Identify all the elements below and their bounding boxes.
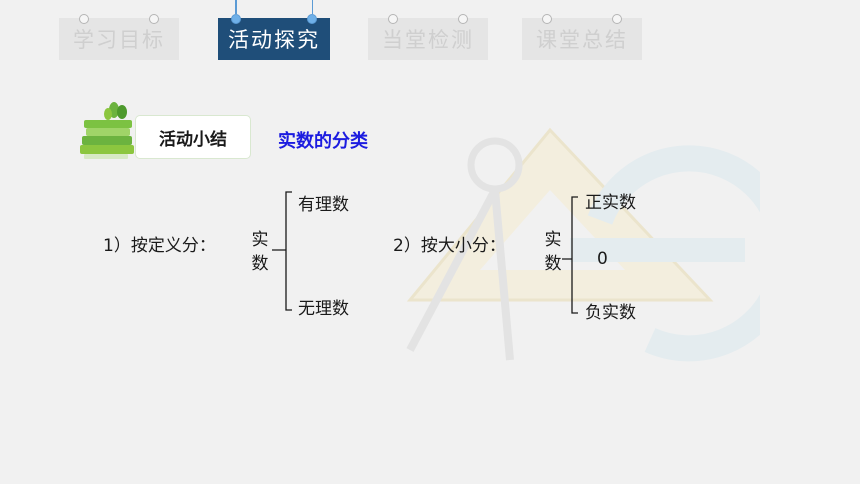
tab-label: 课堂总结: [536, 28, 628, 52]
brace-magnitude: [562, 196, 578, 314]
pin-icon: [307, 14, 317, 24]
activity-summary-badge: 活动小结: [136, 116, 250, 158]
tab-label: 学习目标: [73, 28, 165, 52]
real-number-root: 实 数: [543, 228, 563, 276]
tab-class-summary[interactable]: 课堂总结: [522, 14, 642, 60]
root-char: 实: [544, 230, 562, 250]
zero-label: 0: [597, 249, 608, 269]
pin-icon: [458, 14, 468, 24]
tab-activity-explore[interactable]: 活动探究: [218, 0, 330, 60]
pin-icon: [79, 14, 89, 24]
tab-class-test[interactable]: 当堂检测: [368, 14, 488, 60]
pin-icon: [612, 14, 622, 24]
irrational-number-label: 无理数: [298, 299, 349, 319]
hanging-string: [311, 0, 313, 14]
positive-real-label: 正实数: [585, 193, 636, 213]
brace-definition: [272, 191, 292, 311]
classification-by-size-label: 2）按大小分：: [393, 236, 506, 256]
classification-by-definition-label: 1）按定义分：: [103, 236, 216, 256]
badge-label: 活动小结: [159, 129, 227, 150]
negative-real-label: 负实数: [585, 303, 636, 323]
book-stack-icon: [80, 102, 134, 159]
pin-icon: [231, 14, 241, 24]
tab-label: 当堂检测: [382, 28, 474, 52]
hanging-string: [235, 0, 237, 14]
real-number-root: 实 数: [250, 228, 270, 276]
tab-label: 活动探究: [228, 28, 320, 52]
rational-number-label: 有理数: [298, 195, 349, 215]
root-char: 实: [251, 230, 269, 250]
tab-learning-goals[interactable]: 学习目标: [59, 14, 179, 60]
root-char: 数: [544, 254, 562, 274]
section-heading: 实数的分类: [278, 131, 368, 152]
pin-icon: [542, 14, 552, 24]
pin-icon: [149, 14, 159, 24]
pin-icon: [388, 14, 398, 24]
geometry-watermark: [406, 127, 760, 362]
root-char: 数: [251, 254, 269, 274]
